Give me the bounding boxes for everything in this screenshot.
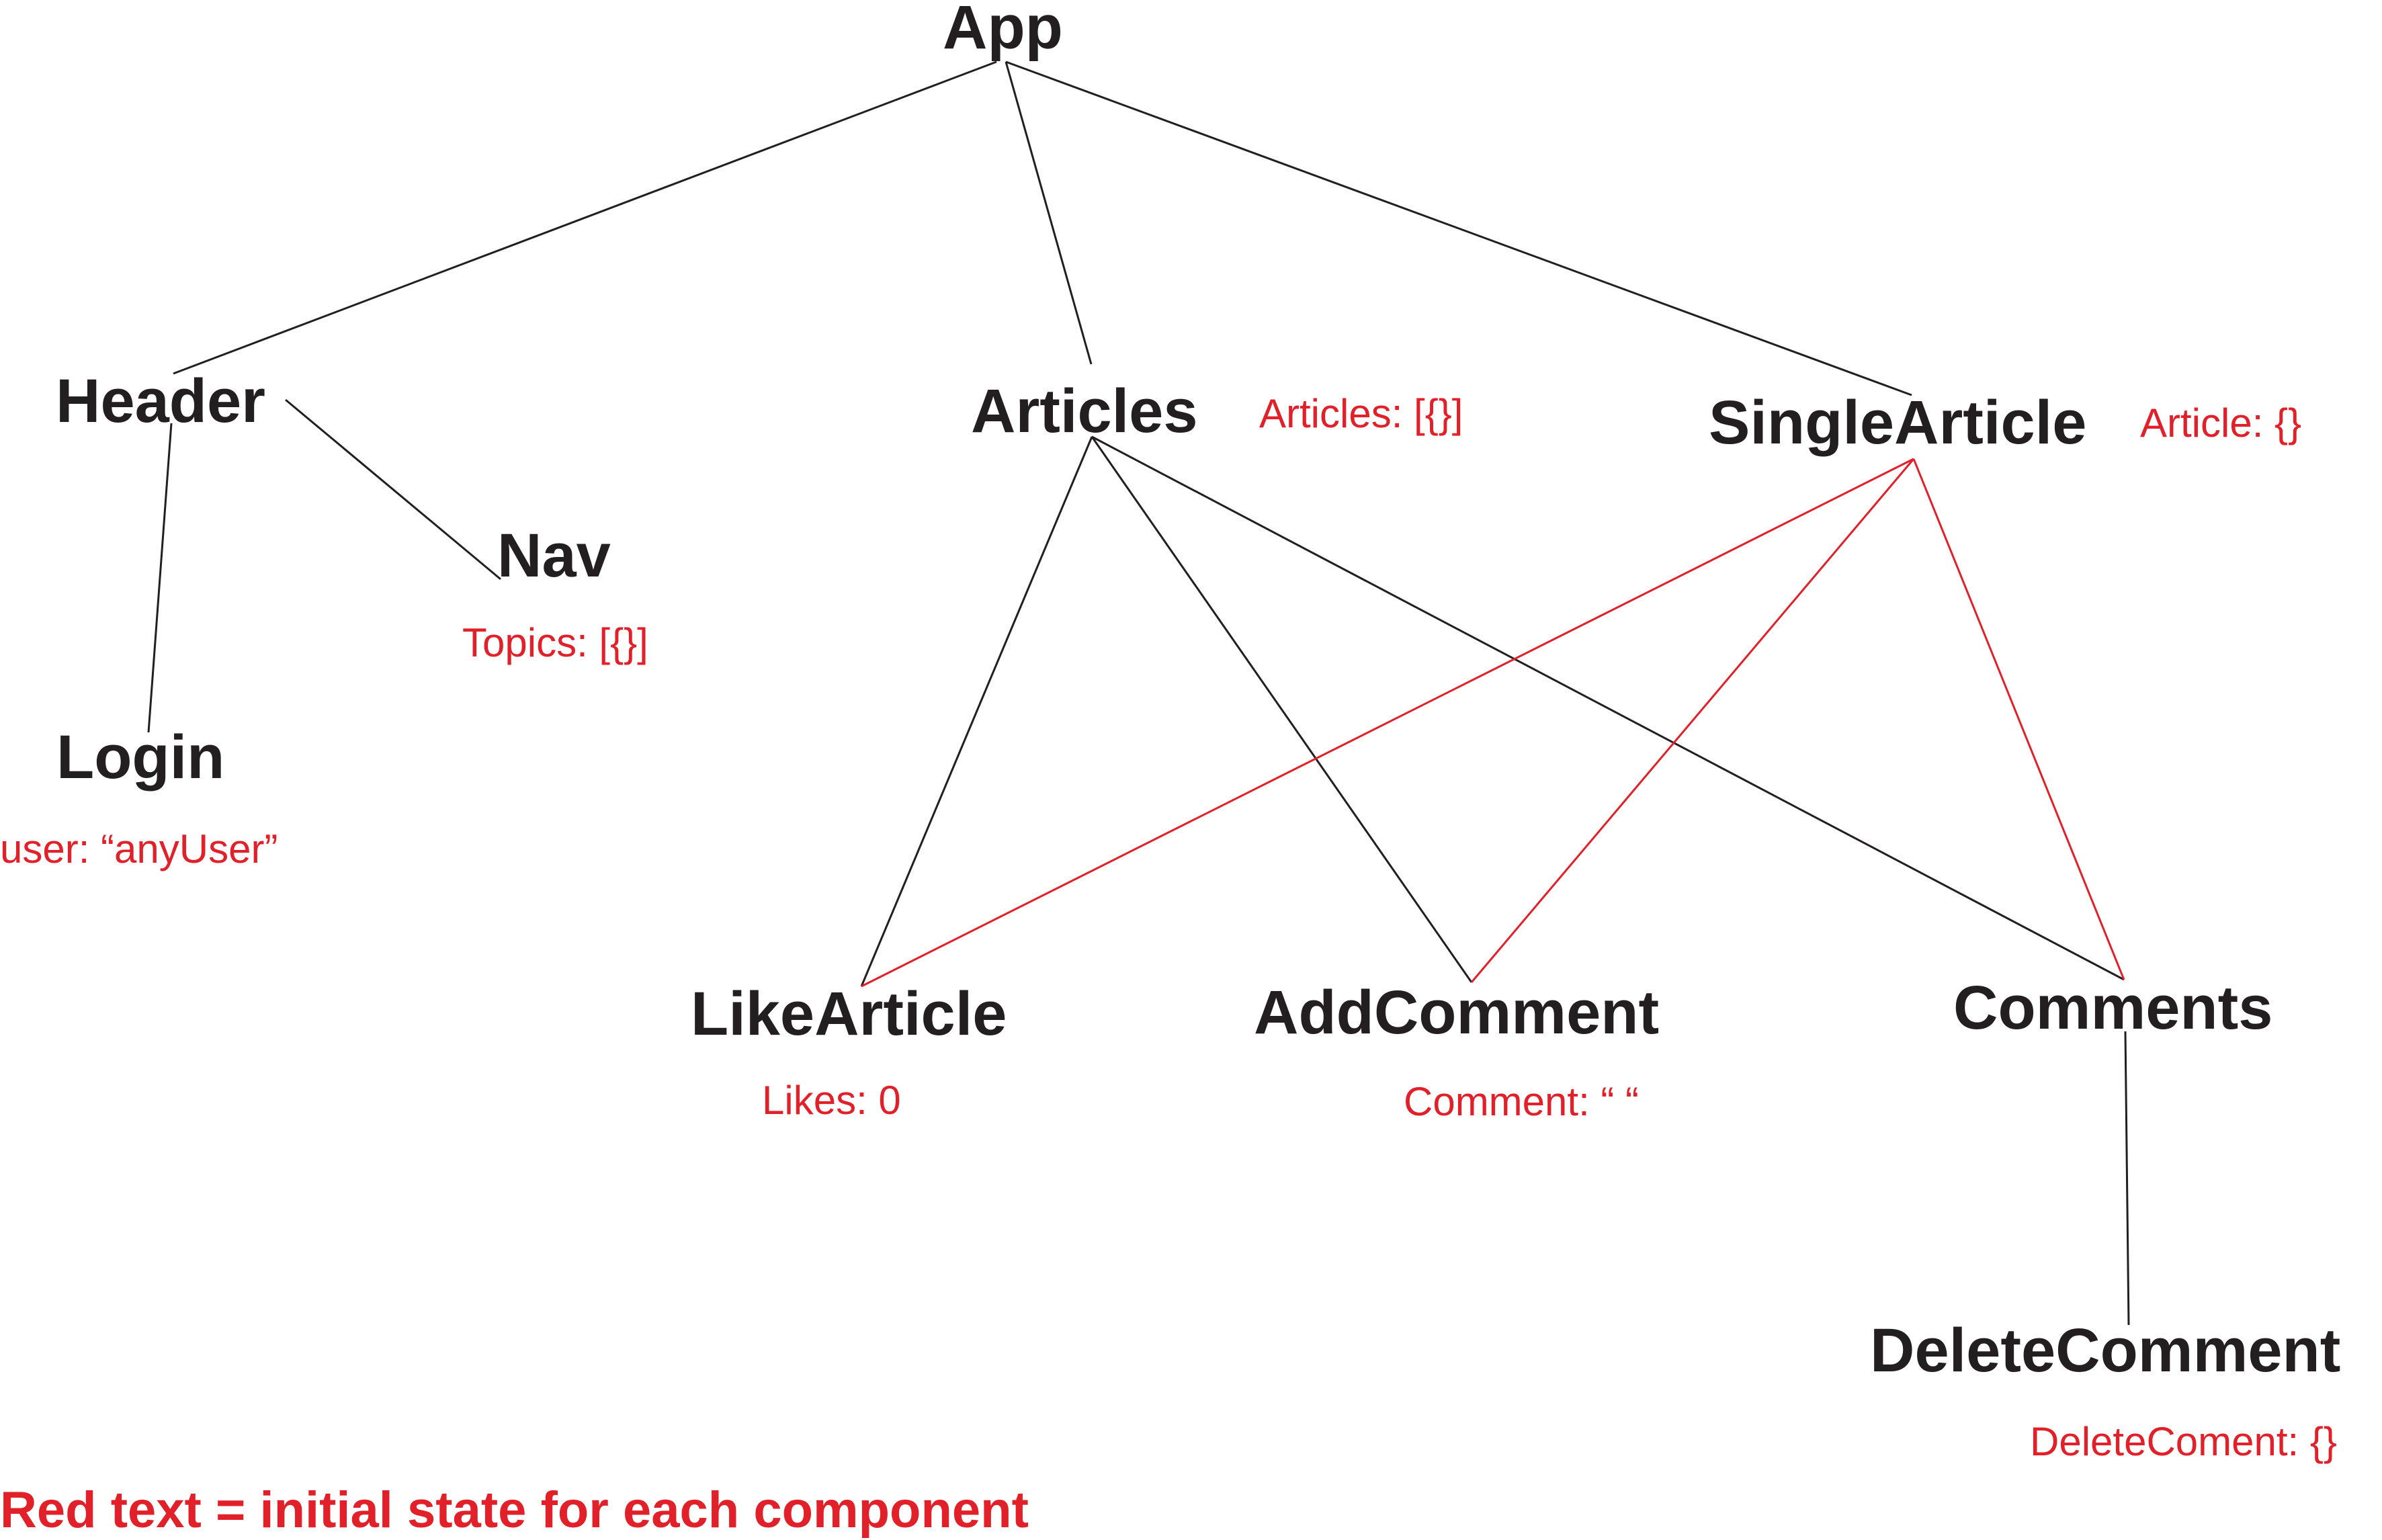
node-comments: Comments — [1953, 974, 2272, 1042]
node-login: Login — [56, 723, 224, 792]
state-labels: Topics: [{}] user: “anyUser” Articles: [… — [0, 391, 2337, 1464]
edge-articles-to-add-comment — [1091, 436, 1473, 983]
state-single-article: Article: {} — [2140, 400, 2301, 445]
edge-app-to-articles — [1005, 61, 1093, 365]
edge-single-article-to-add-comment — [1470, 458, 1915, 983]
state-delete-comment: DeleteComent: {} — [2030, 1419, 2337, 1464]
state-nav: Topics: [{}] — [462, 620, 648, 665]
edge-articles-to-comments — [1091, 435, 2125, 981]
node-header: Header — [56, 367, 265, 435]
node-delete-comment: DeleteComment — [1870, 1316, 2340, 1385]
edge-single-article-to-like-article — [861, 458, 1914, 988]
node-like-article: LikeArticle — [691, 980, 1007, 1048]
nodes: App Header Nav Login Articles SingleArti… — [56, 0, 2340, 1385]
edges — [147, 60, 2130, 1326]
state-articles: Articles: [{}] — [1259, 391, 1463, 436]
node-add-comment: AddComment — [1254, 978, 1659, 1047]
legend-text: Red text = initial state for each compon… — [0, 1482, 1029, 1539]
state-login: user: “anyUser” — [0, 826, 278, 871]
state-add-comment: Comment: “ “ — [1404, 1079, 1639, 1124]
node-app: App — [943, 0, 1063, 62]
edge-app-to-single-article — [1005, 60, 1912, 396]
state-like-article: Likes: 0 — [762, 1078, 901, 1123]
edge-header-to-login — [147, 423, 173, 733]
edge-comments-to-delete-comment — [2124, 1031, 2130, 1326]
edge-articles-to-like-article — [860, 436, 1093, 987]
node-nav: Nav — [497, 521, 611, 590]
edge-header-to-nav — [285, 398, 501, 581]
edge-single-article-to-comments — [1912, 458, 2125, 980]
edge-app-to-header — [173, 60, 997, 375]
node-single-article: SingleArticle — [1709, 388, 2086, 457]
node-articles: Articles — [971, 377, 1198, 445]
